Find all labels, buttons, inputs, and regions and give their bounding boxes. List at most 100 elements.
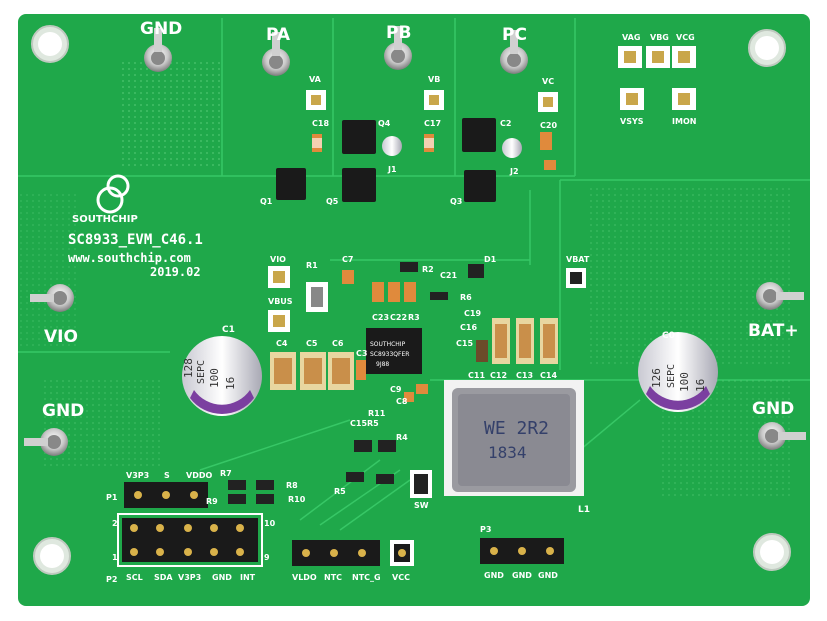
svg-text:GND: GND xyxy=(538,571,558,580)
svg-text:V3P3: V3P3 xyxy=(126,471,149,480)
svg-text:128: 128 xyxy=(182,358,195,378)
ref-c18: C18 xyxy=(312,119,329,128)
svg-text:C23: C23 xyxy=(372,313,389,322)
svg-text:R8: R8 xyxy=(286,481,298,490)
svg-text:C22: C22 xyxy=(390,313,407,322)
svg-text:VLDO: VLDO xyxy=(292,573,317,582)
ref-c7: C7 xyxy=(342,255,353,264)
svg-text:SDA: SDA xyxy=(154,573,173,582)
label-bat-plus: BAT+ xyxy=(748,321,799,341)
electrolytic-cap-right: 126 SEPC 100 16 C0 xyxy=(638,331,718,412)
svg-text:R4: R4 xyxy=(396,433,408,442)
svg-text:WE 2R2: WE 2R2 xyxy=(484,418,549,439)
svg-text:SOUTHCHIP: SOUTHCHIP xyxy=(370,341,406,348)
test-points xyxy=(268,46,696,332)
svg-text:P3: P3 xyxy=(480,525,491,534)
svg-text:C5: C5 xyxy=(306,339,318,348)
ref-c20: C20 xyxy=(540,121,557,130)
header-p2: P2 2 10 1 9 SCL SDA V3P3 GND INT xyxy=(106,513,276,584)
svg-text:NTC: NTC xyxy=(324,573,342,582)
copper-regions xyxy=(18,18,810,531)
ref-q5: Q5 xyxy=(326,197,339,206)
board-url: www.southchip.com xyxy=(68,251,191,265)
svg-text:C16: C16 xyxy=(460,323,477,332)
svg-text:C11: C11 xyxy=(468,371,485,380)
label-pc: PC xyxy=(502,25,527,45)
svg-text:R7: R7 xyxy=(220,469,232,478)
tp-vio: VIO xyxy=(270,255,286,264)
sw-jumper: SW xyxy=(410,470,432,510)
misc-passives: C9 C8 R11 C15R5 R4 R5 xyxy=(334,384,428,496)
tp-vcg: VCG xyxy=(676,33,695,42)
southchip-logo: SOUTHCHIP xyxy=(72,174,138,225)
label-gnd-top: GND xyxy=(140,19,182,39)
svg-text:C3: C3 xyxy=(356,349,367,358)
svg-text:10: 10 xyxy=(264,519,276,528)
header-p1: P1 V3P3 S VDDO xyxy=(106,471,212,508)
svg-text:9J88: 9J88 xyxy=(376,361,389,368)
main-ic: SOUTHCHIP SC8933QFER 9J88 xyxy=(366,328,422,374)
svg-text:C15R5: C15R5 xyxy=(350,419,379,428)
ref-c17: C17 xyxy=(424,119,441,128)
tp-vsys: VSYS xyxy=(620,117,644,126)
svg-text:16: 16 xyxy=(224,377,237,390)
svg-text:C13: C13 xyxy=(516,371,533,380)
tp-vc: VC xyxy=(542,77,554,86)
svg-text:C8: C8 xyxy=(396,397,408,406)
svg-text:C19: C19 xyxy=(464,309,481,318)
header-ntc: VLDO NTC NTC_G xyxy=(292,540,381,582)
ref-j2: J2 xyxy=(509,167,519,176)
board-name: SC8933_EVM_C46.1 xyxy=(68,232,203,248)
svg-text:C4: C4 xyxy=(276,339,288,348)
svg-text:1834: 1834 xyxy=(488,443,527,462)
svg-text:100: 100 xyxy=(678,372,691,392)
svg-text:100: 100 xyxy=(208,368,221,388)
svg-text:R3: R3 xyxy=(408,313,420,322)
svg-text:C1: C1 xyxy=(222,325,235,335)
tp-vbat: VBAT xyxy=(566,255,590,264)
binding-posts xyxy=(24,26,806,456)
label-pb: PB xyxy=(386,23,411,43)
svg-text:R11: R11 xyxy=(368,409,386,418)
svg-text:INT: INT xyxy=(240,573,256,582)
tp-vbus: VBUS xyxy=(268,297,293,306)
svg-text:2: 2 xyxy=(112,519,118,528)
ceramic-caps-left: C4 C5 C6 C3 xyxy=(270,339,367,390)
svg-text:9: 9 xyxy=(264,553,270,562)
label-pa: PA xyxy=(266,25,291,45)
svg-text:SCL: SCL xyxy=(126,573,143,582)
tp-vag: VAG xyxy=(622,33,640,42)
svg-text:C0: C0 xyxy=(662,331,675,341)
label-gnd-left: GND xyxy=(42,401,84,421)
svg-text:SEPC: SEPC xyxy=(666,364,677,388)
ref-j1: J1 xyxy=(387,165,397,174)
label-gnd-right: GND xyxy=(752,399,794,419)
svg-text:GND: GND xyxy=(484,571,504,580)
ref-q3: Q3 xyxy=(450,197,462,206)
mounting-holes xyxy=(31,25,791,575)
svg-text:SC8933QFER: SC8933QFER xyxy=(370,351,409,358)
svg-text:SW: SW xyxy=(414,501,429,510)
svg-text:R2: R2 xyxy=(422,265,434,274)
svg-text:C21: C21 xyxy=(440,271,457,280)
svg-text:R6: R6 xyxy=(460,293,472,302)
svg-text:C14: C14 xyxy=(540,371,557,380)
header-p3: P3 GND GND GND xyxy=(480,525,564,580)
tp-vbg: VBG xyxy=(650,33,669,42)
electrolytic-cap-left: 128 SEPC 100 16 C1 xyxy=(182,325,262,416)
svg-text:P1: P1 xyxy=(106,493,118,502)
header-vcc: VCC xyxy=(390,540,414,582)
svg-text:C6: C6 xyxy=(332,339,344,348)
board-date: 2019.02 xyxy=(150,265,201,279)
tp-vb: VB xyxy=(428,75,440,84)
svg-text:R5: R5 xyxy=(334,487,346,496)
svg-text:126: 126 xyxy=(650,368,663,388)
svg-text:1: 1 xyxy=(112,553,118,562)
passive-cluster: R2 D1 C21 C23 C22 R3 R6 C19 C16 C15 xyxy=(372,255,497,348)
svg-text:R10: R10 xyxy=(288,495,306,504)
ref-q1: Q1 xyxy=(260,197,273,206)
svg-text:VDDO: VDDO xyxy=(186,471,212,480)
svg-text:SOUTHCHIP: SOUTHCHIP xyxy=(72,214,138,225)
svg-text:C12: C12 xyxy=(490,371,507,380)
svg-text:VCC: VCC xyxy=(392,573,410,582)
